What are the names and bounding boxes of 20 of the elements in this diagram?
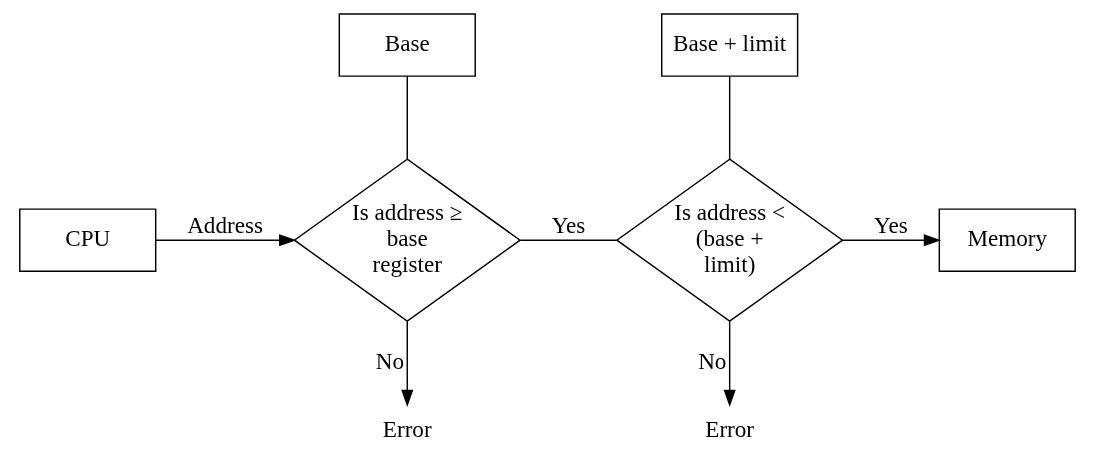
edge-label: Address (187, 211, 263, 238)
node-box: Base + limit (661, 13, 799, 77)
arrow (723, 320, 736, 408)
arrow (841, 234, 942, 247)
connector (519, 239, 618, 241)
node-box: Base (338, 13, 476, 77)
node-text: Error (382, 415, 432, 442)
node-text: Error (705, 415, 755, 442)
edge-label: Yes (874, 211, 908, 238)
edge-label: No (698, 347, 727, 374)
node-box: CPU (19, 208, 157, 272)
node-diamond: Is address < (base + limit) (615, 158, 844, 323)
arrow (155, 234, 297, 247)
connector (728, 75, 731, 160)
connector (406, 75, 408, 160)
arrow (401, 320, 414, 408)
node-box: Memory (938, 208, 1076, 272)
edge-label: No (375, 347, 405, 374)
edge-label: Yes (551, 211, 586, 238)
node-diamond: Is address ≥ base register (293, 158, 522, 323)
